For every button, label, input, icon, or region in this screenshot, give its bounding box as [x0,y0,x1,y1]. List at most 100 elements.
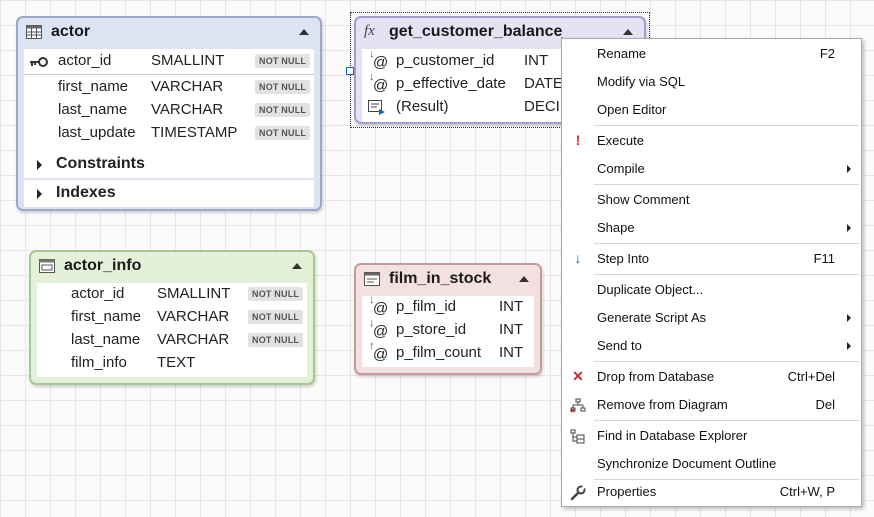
menu-item-label: Duplicate Object... [597,282,704,297]
column-type: VARCHAR [151,78,224,95]
menu-item-show-comment[interactable]: Show Comment [562,187,861,213]
param-type: INT [499,344,524,361]
constraints-section[interactable]: Constraints [24,151,314,178]
not-null-badge: NOT NULL [248,287,304,301]
column-row[interactable]: film_info TEXT [37,352,307,375]
pk-separator [24,74,314,75]
section-label: Indexes [56,184,116,201]
collapse-icon[interactable] [292,263,302,269]
submenu-arrow-icon [847,224,851,232]
menu-item-remove-from-diagram[interactable]: Remove from Diagram Del [562,392,861,418]
menu-item-open-editor[interactable]: Open Editor [562,97,861,123]
actor-table[interactable]: actor actor_id SMALLINT NOT NULL first_n… [16,16,322,211]
param-row[interactable]: ↓@ p_film_id INT [362,294,534,319]
context-menu: Rename F2 Modify via SQL Open Editor ! E… [561,38,862,507]
menu-item-synchronize-document-outline[interactable]: Synchronize Document Outline [562,451,861,477]
menu-item-shortcut: Del [815,397,835,412]
menu-item-modify-via-sql[interactable]: Modify via SQL [562,69,861,95]
param-name: p_effective_date [396,75,506,92]
param-name: p_store_id [396,321,467,338]
menu-item-execute[interactable]: ! Execute [562,128,861,154]
actor-info-columns: actor_id SMALLINT NOT NULL first_name VA… [37,283,307,377]
not-null-badge: NOT NULL [255,103,311,117]
menu-item-label: Compile [597,161,645,176]
param-type: INT [524,52,549,69]
not-null-badge: NOT NULL [255,80,311,94]
menu-item-shortcut: Ctrl+W, P [779,484,835,499]
menu-item-label: Properties [597,484,657,499]
function-header[interactable]: fx get_customer_balance [356,18,644,47]
expand-icon[interactable] [37,189,42,199]
indexes-section[interactable]: Indexes [24,180,314,207]
column-name: actor_id [71,285,125,302]
procedure-header[interactable]: film_in_stock [356,265,540,294]
menu-item-rename[interactable]: Rename F2 [562,41,861,67]
menu-item-generate-script-as[interactable]: Generate Script As [562,305,861,331]
actor-table-header[interactable]: actor [18,18,320,47]
in-param-icon: ↓@ [369,71,389,94]
param-row[interactable]: (Result) DECI [362,96,642,119]
out-param-icon: ↑@ [369,340,389,363]
menu-item-shortcut: F11 [813,251,835,266]
collapse-icon[interactable] [623,29,633,35]
param-row[interactable]: ↓@ p_store_id INT [362,317,534,342]
column-row[interactable]: first_name VARCHAR NOT NULL [24,76,314,99]
in-param-icon: ↓@ [369,294,389,317]
param-row[interactable]: ↓@ p_customer_id INT [362,48,642,73]
expand-icon[interactable] [37,160,42,170]
column-row[interactable]: actor_id SMALLINT NOT NULL [24,50,314,73]
menu-item-compile[interactable]: Compile [562,156,861,182]
menu-item-shape[interactable]: Shape [562,215,861,241]
collapse-icon[interactable] [299,29,309,35]
menu-item-drop-from-database[interactable]: ✕ Drop from Database Ctrl+Del [562,364,861,390]
column-type: VARCHAR [151,101,224,118]
column-row[interactable]: last_name VARCHAR NOT NULL [24,99,314,122]
menu-item-step-into[interactable]: ↓ Step Into F11 [562,246,861,272]
not-null-badge: NOT NULL [255,54,311,68]
column-row[interactable]: first_name VARCHAR NOT NULL [37,306,307,329]
collapse-icon[interactable] [519,276,529,282]
column-row[interactable]: last_name VARCHAR NOT NULL [37,329,307,352]
column-type: SMALLINT [157,285,231,302]
param-type: INT [499,321,524,338]
drop-icon: ✕ [572,368,584,384]
menu-separator [594,361,859,362]
column-name: last_name [58,101,128,118]
menu-separator [594,125,859,126]
column-type: TEXT [157,354,196,371]
column-name: actor_id [58,52,112,69]
column-name: first_name [58,78,129,95]
function-title: get_customer_balance [389,23,563,40]
menu-item-label: Remove from Diagram [597,397,728,412]
find-explorer-icon [570,429,585,444]
menu-item-properties[interactable]: Properties Ctrl+W, P [562,479,861,505]
menu-item-label: Open Editor [597,102,667,117]
film-in-stock-procedure[interactable]: film_in_stock ↓@ p_film_id INT ↓@ p_stor… [354,263,542,375]
menu-item-duplicate-object[interactable]: Duplicate Object... [562,277,861,303]
column-type: TIMESTAMP [151,124,238,141]
result-icon [368,100,385,115]
param-row[interactable]: ↑@ p_film_count INT [362,340,534,365]
column-type: SMALLINT [151,52,225,69]
param-row[interactable]: ↓@ p_effective_date DATE [362,71,642,96]
actor-columns: actor_id SMALLINT NOT NULL first_name VA… [24,49,314,151]
menu-item-find-in-database-explorer[interactable]: Find in Database Explorer [562,423,861,449]
menu-item-send-to[interactable]: Send to [562,333,861,359]
menu-item-label: Drop from Database [597,369,715,384]
view-icon [39,259,55,273]
procedure-title: film_in_stock [389,270,492,287]
param-type: DECI [524,98,560,115]
actor-info-view[interactable]: actor_info actor_id SMALLINT NOT NULL fi… [29,250,315,385]
menu-item-shortcut: F2 [819,46,835,61]
column-name: first_name [71,308,142,325]
param-name: p_customer_id [396,52,495,69]
param-type: DATE [524,75,563,92]
menu-item-label: Shape [597,220,635,235]
column-row[interactable]: last_update TIMESTAMP NOT NULL [24,122,314,145]
selection-handle[interactable] [346,67,354,75]
column-row[interactable]: actor_id SMALLINT NOT NULL [37,283,307,306]
menu-separator [594,274,859,275]
menu-item-label: Step Into [597,251,650,266]
not-null-badge: NOT NULL [255,126,311,140]
actor-info-header[interactable]: actor_info [31,252,313,281]
